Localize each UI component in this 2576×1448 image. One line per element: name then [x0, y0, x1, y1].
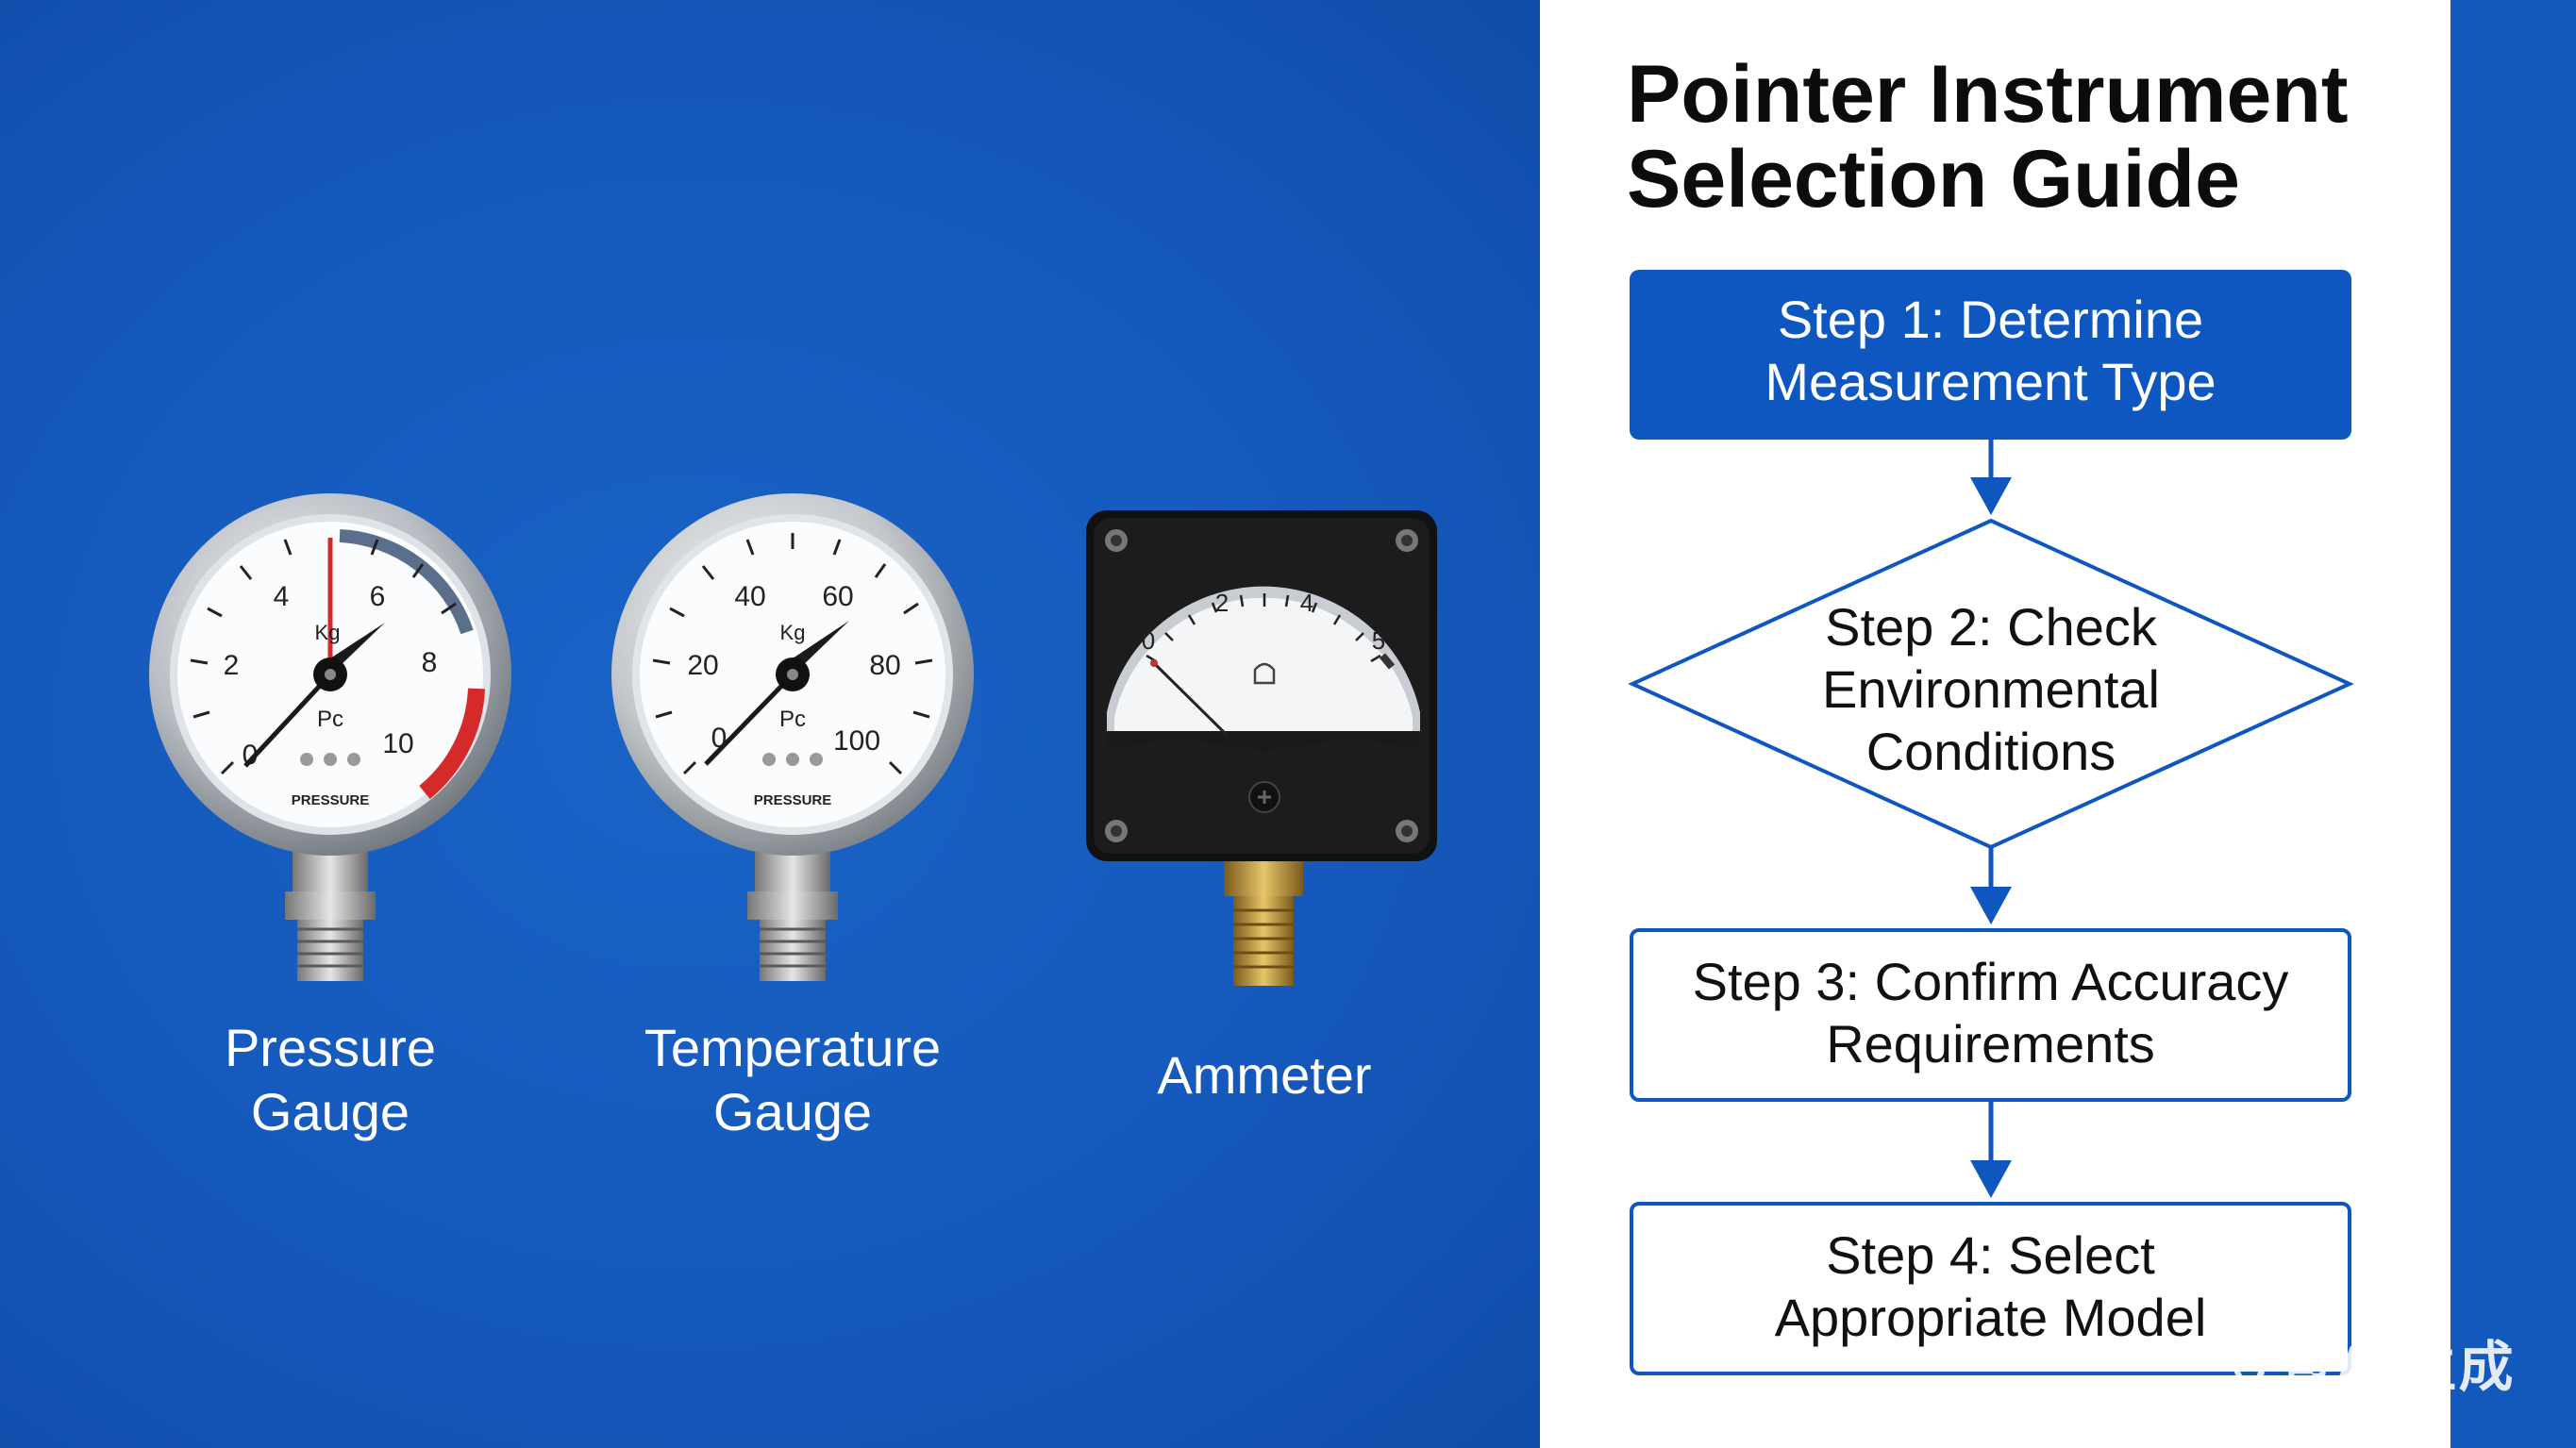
flowchart	[1628, 270, 2354, 1375]
step2-line3: Conditions	[1865, 722, 2116, 781]
step2-text: Step 2: Check Environmental Conditions	[1680, 596, 2302, 783]
gauge-tick: 100	[833, 725, 880, 757]
gauge-tick: 4	[1300, 589, 1313, 617]
gauge-tick: 4	[274, 581, 290, 612]
gauge-tick: 80	[869, 650, 900, 681]
arrow-3	[1970, 1160, 2012, 1198]
step1-text: Step 1: Determine Measurement Type	[1630, 289, 2351, 413]
temperature-gauge-label-line1: Temperature	[644, 1018, 942, 1077]
step3-text: Step 3: Confirm Accuracy Requirements	[1631, 951, 2350, 1075]
page-title: Pointer Instrument Selection Guide	[1627, 52, 2419, 222]
step1-box	[1630, 270, 2351, 440]
temperature-gauge-image: 0 20 40 60 80 100 Kg Pc PRESSURE	[611, 493, 974, 981]
temperature-gauge-label-line2: Gauge	[712, 1082, 873, 1141]
step4-text: Step 4: Select Appropriate Model	[1631, 1224, 2350, 1349]
pressure-gauge-label-line1: Pressure	[224, 1018, 437, 1077]
step4-line1: Step 4: Select	[1826, 1225, 2155, 1285]
gauge-sub: Pc	[317, 707, 343, 732]
gauge-sub: Pc	[779, 707, 806, 732]
gauge-tick: 5	[1372, 626, 1385, 655]
step1-line1: Step 1: Determine	[1777, 290, 2204, 349]
gauge-brand: PRESSURE	[754, 792, 832, 808]
gauge-tick: 8	[422, 647, 438, 678]
watermark: 豆包AI生成	[2222, 1335, 2516, 1399]
gauge-tick: 0	[1142, 626, 1155, 655]
arrow-2	[1970, 887, 2012, 924]
step4-box	[1630, 1202, 2351, 1375]
gauge-unit: Kg	[315, 621, 341, 644]
ammeter-image: 0 2 4 5	[1086, 510, 1437, 986]
step2-line2: Environmental	[1822, 659, 2160, 719]
temperature-gauge-label: Temperature Gauge	[566, 1016, 1019, 1144]
step2-line1: Step 2: Check	[1825, 597, 2157, 657]
gauge-brand: PRESSURE	[292, 792, 370, 808]
step1-line2: Measurement Type	[1765, 352, 2216, 411]
arrow-1	[1970, 477, 2012, 515]
gauge-tick: 6	[370, 581, 386, 612]
step4-line2: Appropriate Model	[1774, 1288, 2207, 1347]
gauge-tick: 10	[382, 728, 413, 759]
pressure-gauge-label-line2: Gauge	[250, 1082, 410, 1141]
gauge-tick: 2	[224, 650, 240, 681]
pressure-gauge-label: Pressure Gauge	[142, 1016, 519, 1144]
pressure-gauge-image: 0 2 4 6 8 10 Kg Pc PRESSURE	[149, 493, 511, 981]
gauge-tick: 60	[822, 581, 853, 612]
step3-line1: Step 3: Confirm Accuracy	[1692, 952, 2289, 1011]
ammeter-label: Ammeter	[1076, 1043, 1453, 1107]
gauge-tick: 40	[734, 581, 765, 612]
ammeter-label-line1: Ammeter	[1157, 1045, 1372, 1105]
right-blue-strip	[2451, 0, 2576, 1448]
page-title-line2: Selection Guide	[1627, 134, 2240, 225]
page-title-line1: Pointer Instrument	[1627, 49, 2349, 140]
step3-line2: Requirements	[1826, 1014, 2155, 1074]
gauge-tick: 2	[1215, 589, 1229, 617]
gauge-unit: Kg	[780, 621, 806, 644]
gauge-tick: 20	[687, 650, 718, 681]
